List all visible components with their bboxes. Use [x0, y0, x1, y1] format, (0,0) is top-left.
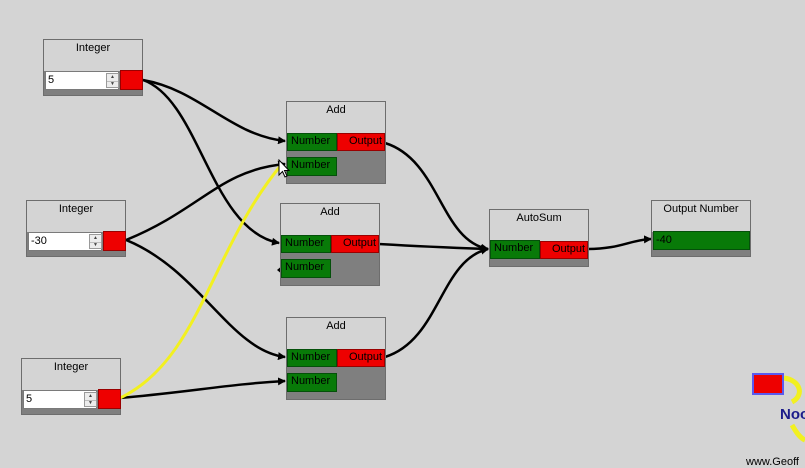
integer-value-field[interactable]: -30 — [28, 232, 102, 251]
input-port-number-1[interactable]: Number — [490, 240, 540, 259]
wire-selected-int3-add1 — [119, 163, 284, 400]
output-port[interactable]: Output — [337, 349, 385, 367]
spin-buttons[interactable]: ▲ ▼ — [89, 234, 102, 249]
node-title: Integer — [27, 201, 125, 232]
wire-add1-autosum — [384, 141, 489, 252]
node-title: Add — [281, 204, 379, 235]
spin-up-icon[interactable]: ▲ — [90, 235, 101, 243]
input-port-number-2[interactable]: Number — [281, 259, 331, 278]
input-port-number-1[interactable]: Number — [287, 133, 337, 151]
add-node-3[interactable]: Add Number Output Number — [286, 317, 386, 400]
output-port[interactable] — [103, 231, 126, 251]
integer-node-2[interactable]: Integer -30 ▲ ▼ — [26, 200, 126, 257]
spin-down-icon[interactable]: ▼ — [93, 241, 98, 248]
input-port-number-1[interactable]: Number — [287, 349, 337, 367]
input-port-number-2[interactable]: Number — [287, 157, 337, 176]
spin-buttons[interactable]: ▲ ▼ — [84, 392, 97, 407]
integer-node-1[interactable]: Integer 5 ▲ ▼ — [43, 39, 143, 96]
output-port[interactable] — [120, 70, 143, 90]
output-port[interactable] — [98, 389, 121, 409]
wire-int2-add1 — [125, 160, 286, 242]
input-port-number-2[interactable]: Number — [287, 373, 337, 392]
wire-int1-add1 — [142, 78, 286, 145]
integer-value-field[interactable]: 5 — [45, 71, 119, 90]
wire-int1-add2 — [142, 78, 280, 246]
node-title: AutoSum — [490, 210, 588, 241]
node-title: Add — [287, 102, 385, 133]
output-value-display: -40 — [653, 231, 750, 250]
node-title: Add — [287, 318, 385, 349]
logo-url-text: www.Geoff — [746, 456, 799, 468]
arrow-cursor-icon — [278, 159, 290, 178]
spin-up-icon[interactable]: ▲ — [107, 74, 118, 82]
logo-text: Noo — [780, 406, 805, 423]
spin-buttons[interactable]: ▲ ▼ — [106, 73, 119, 88]
output-port[interactable]: Output — [540, 241, 588, 259]
spin-down-icon[interactable]: ▼ — [110, 80, 115, 87]
spin-down-icon[interactable]: ▼ — [88, 399, 93, 406]
wire-add2-autosum — [378, 242, 489, 253]
node-title: Integer — [22, 359, 120, 390]
autosum-node[interactable]: AutoSum Number Output — [489, 209, 589, 267]
output-port[interactable]: Output — [337, 133, 385, 151]
add-node-1[interactable]: Add Number Output Number — [286, 101, 386, 184]
integer-node-3[interactable]: Integer 5 ▲ ▼ — [21, 358, 121, 415]
wire-int2-add3 — [125, 238, 286, 361]
add-node-2[interactable]: Add Number Output Number — [280, 203, 380, 286]
logo-red-square — [752, 373, 784, 395]
wire-add3-autosum — [384, 246, 489, 359]
input-port-number-1[interactable]: Number — [281, 235, 331, 253]
output-port[interactable]: Output — [331, 235, 379, 253]
spin-up-icon[interactable]: ▲ — [85, 393, 96, 401]
wire-autosum-output — [587, 235, 652, 251]
wire-int3-add3 — [119, 377, 286, 400]
output-number-node[interactable]: Output Number -40 — [651, 200, 751, 257]
node-title: Output Number — [652, 201, 750, 232]
node-title: Integer — [44, 40, 142, 71]
